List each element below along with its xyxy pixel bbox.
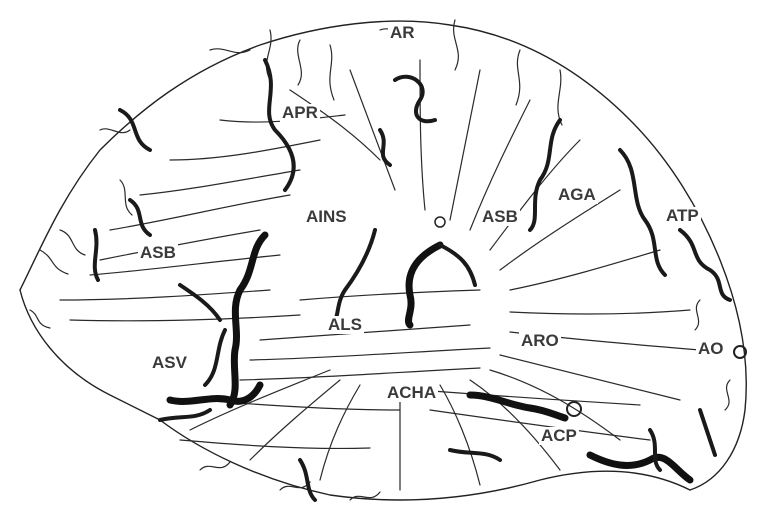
label-aga: AGA: [556, 186, 598, 204]
fiber-tracts: [60, 60, 700, 490]
major-arteries: [95, 60, 730, 500]
label-atp: ATP: [664, 207, 701, 225]
label-ar: AR: [388, 24, 417, 42]
label-asb-right: ASB: [480, 208, 520, 226]
label-acha: ACHA: [385, 384, 438, 402]
vessel-loops: [435, 217, 746, 416]
label-ao: AO: [696, 340, 726, 358]
label-als: ALS: [326, 316, 364, 334]
label-acp: ACP: [539, 427, 579, 445]
hemisphere-outline: [20, 21, 746, 500]
label-asb-left: ASB: [138, 244, 178, 262]
label-ains: AINS: [304, 208, 349, 226]
label-asv: ASV: [150, 354, 189, 372]
label-aro: ARO: [519, 332, 561, 350]
label-apr: APR: [280, 104, 320, 122]
